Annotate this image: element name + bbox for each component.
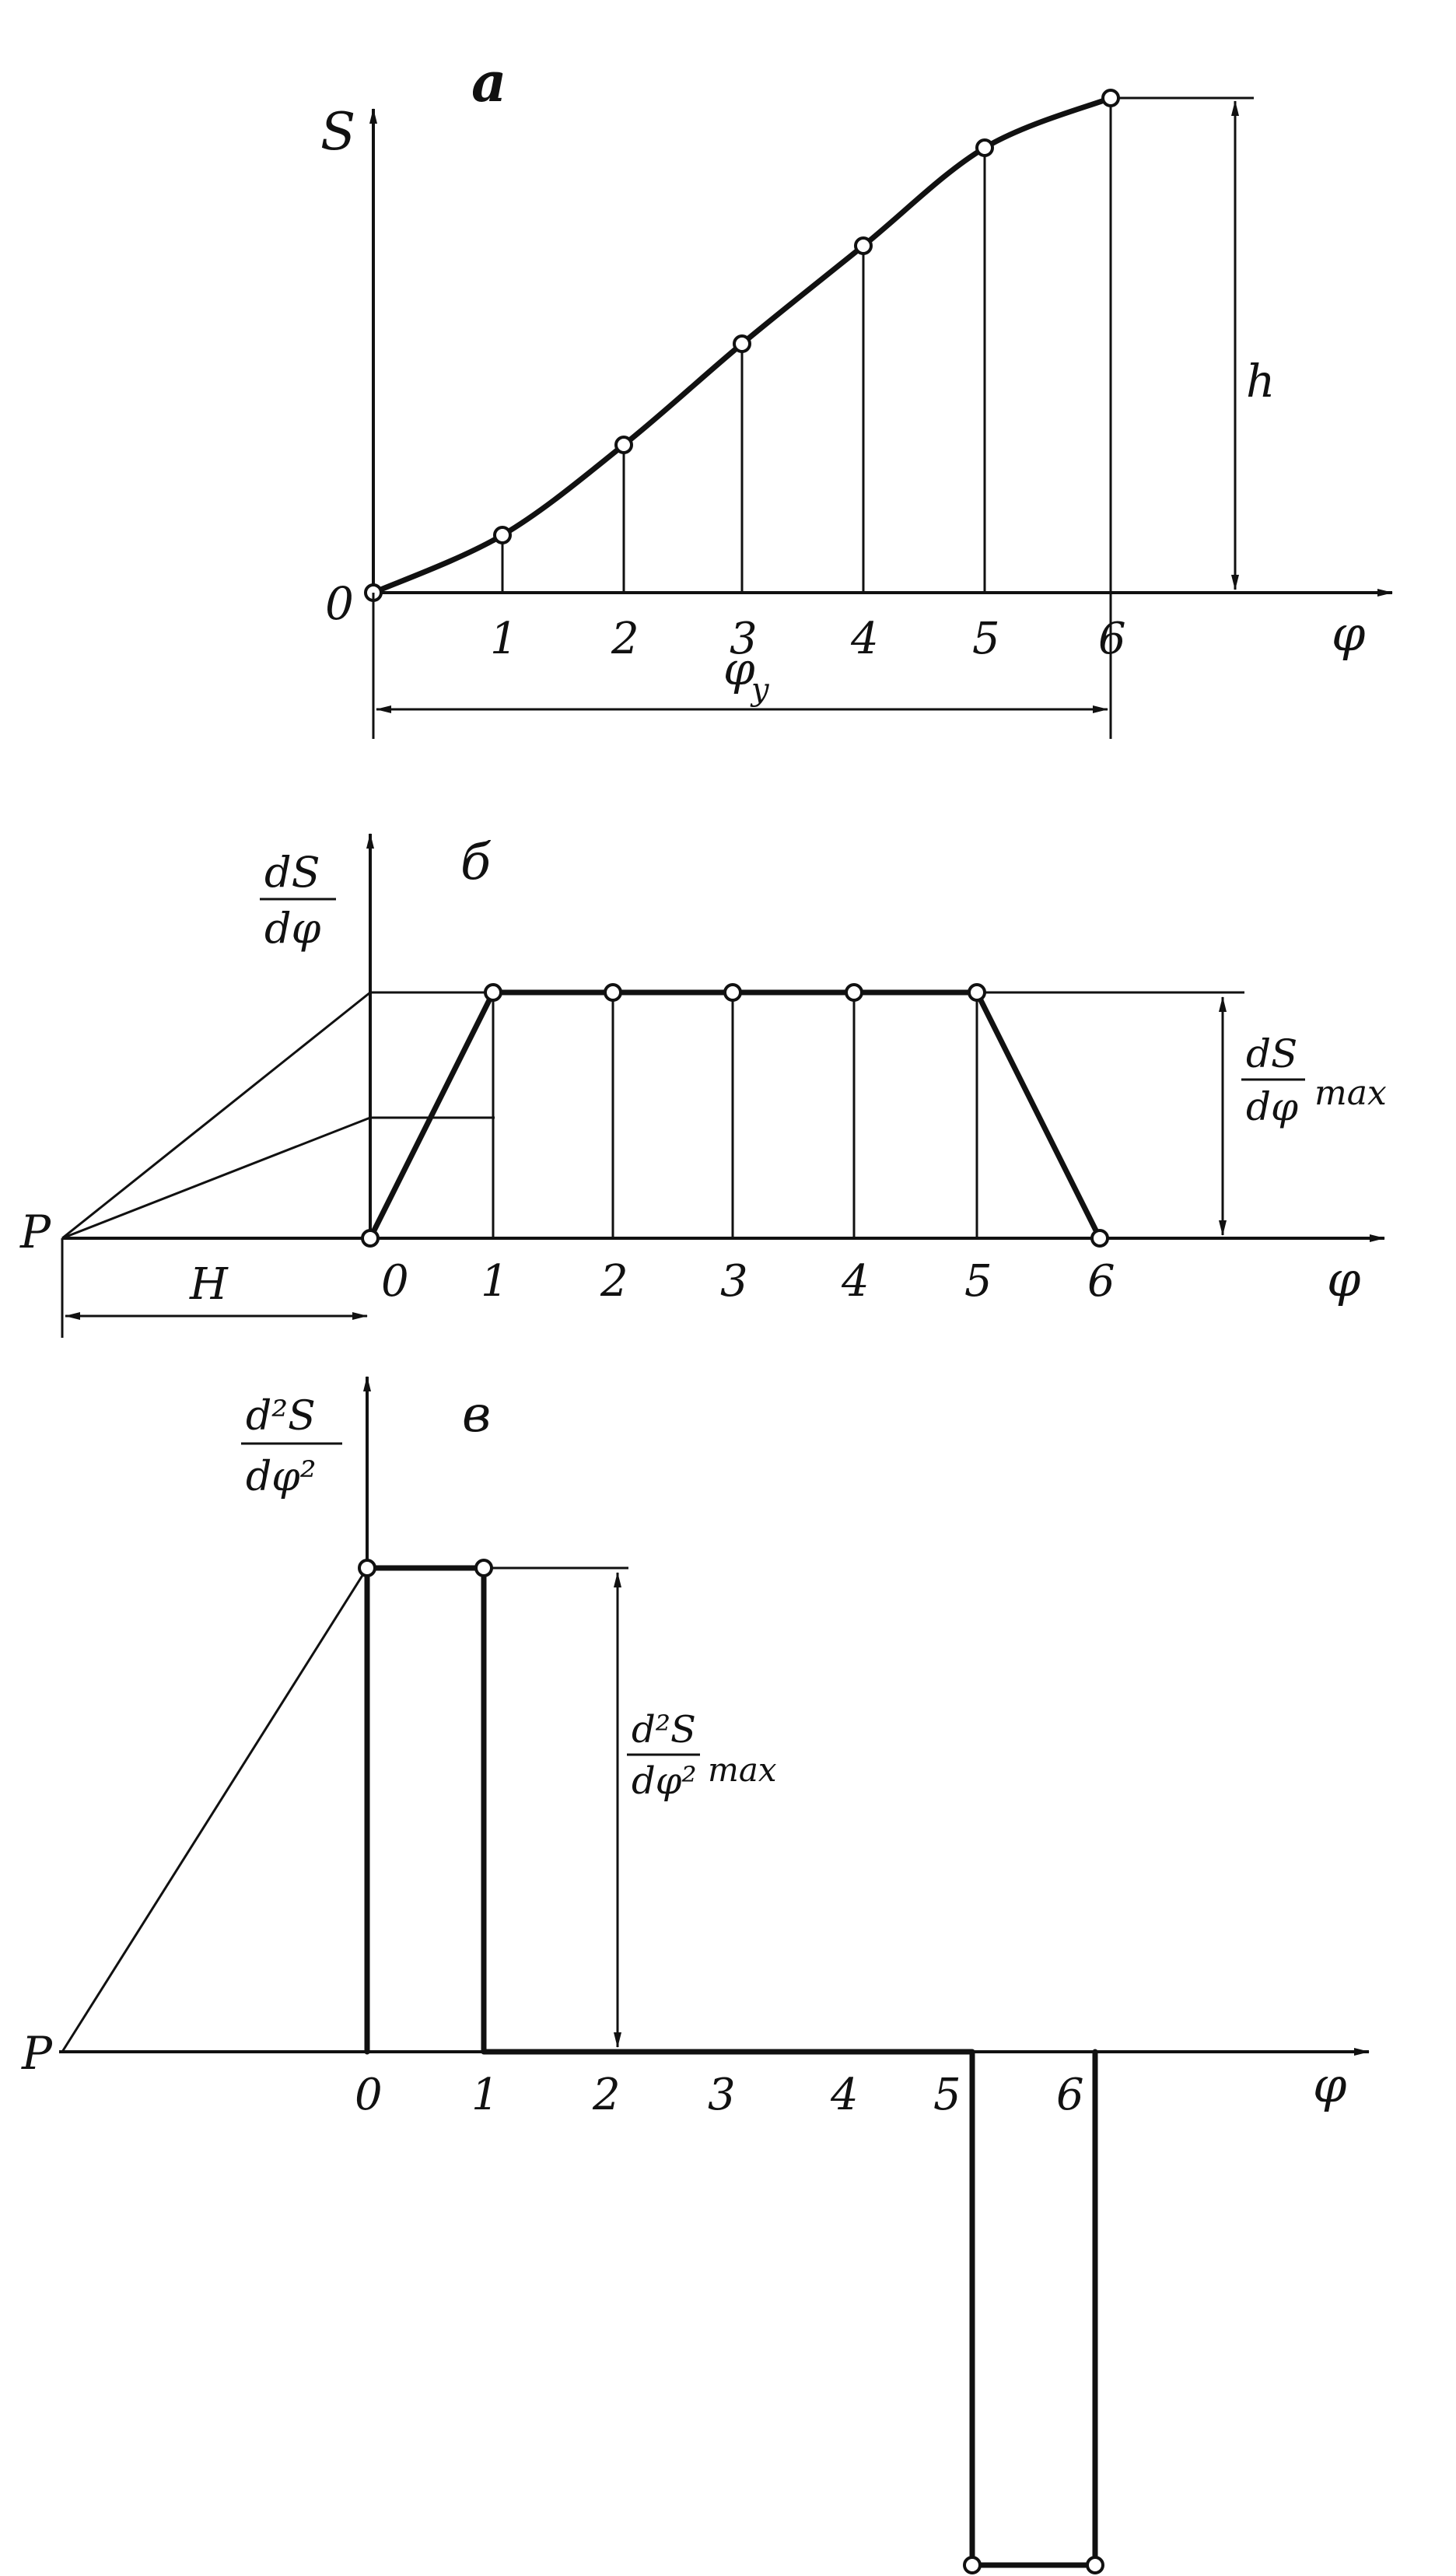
panel-b-point-4	[845, 983, 863, 1002]
panel-a-point-2	[614, 436, 633, 454]
panel-c-pole-label: P	[21, 2027, 53, 2080]
panel-a-letter: а	[471, 50, 506, 114]
panel-b-tick-1: 1	[481, 1256, 509, 1307]
panel-b-pole-label: P	[19, 1206, 51, 1258]
pole-ray-to-max	[61, 991, 371, 1240]
ds-max-word: max	[1314, 1073, 1387, 1113]
panel-c-tick-4: 4	[830, 2070, 859, 2120]
panel-a-point-3	[733, 334, 751, 353]
phi-y-label: φ	[723, 642, 755, 695]
panel-b-point-1	[484, 983, 502, 1002]
ds-max-numerator: dS	[1246, 1031, 1297, 1076]
h-label: h	[1246, 355, 1275, 408]
panel-b-letter: б	[460, 834, 492, 891]
panel-c-letter: в	[462, 1386, 491, 1444]
pole-ray-to-half	[61, 1116, 371, 1240]
panel-a-point-6	[1101, 89, 1120, 107]
panel-b-y-denominator: dφ	[264, 904, 321, 953]
d2s-max-numerator: d²S	[632, 1708, 696, 1752]
panel-c-tick-labels: 0 1 2 3 4 5 6	[355, 2070, 1084, 2120]
panel-a-tick-4: 4	[850, 614, 879, 664]
H-label: H	[189, 1259, 229, 1310]
panel-b-point-2	[604, 983, 622, 1002]
panel-a-point-4	[854, 236, 873, 255]
panel-c-tick-5: 5	[933, 2070, 961, 2120]
panel-b-point-3	[723, 983, 742, 1002]
panel-b-velocity: dS dφ max H P б dS dφ φ 0 1 2 3 4 5 6	[19, 833, 1387, 1338]
panel-b-x-label: φ	[1327, 1251, 1361, 1307]
panel-b-tick-3: 3	[720, 1256, 748, 1307]
panel-a-ordinates	[501, 98, 1112, 593]
panel-b-points	[361, 983, 1109, 1248]
panel-b-ordinates	[492, 992, 978, 1238]
panel-a-point-1	[493, 526, 512, 544]
velocity-curve	[367, 989, 1103, 1241]
panel-a-tick-6: 6	[1098, 614, 1126, 664]
d2s-max-denominator: dφ²	[632, 1759, 697, 1803]
panel-b-tick-4: 4	[841, 1256, 870, 1307]
panel-c-point-2	[963, 2556, 982, 2574]
panel-a-x-label: φ	[1332, 605, 1366, 662]
panel-a-y-label: S	[320, 102, 355, 162]
panel-c-tick-2: 2	[592, 2070, 621, 2120]
panel-a-tick-3: 3	[730, 614, 758, 664]
panel-c-tick-6: 6	[1056, 2070, 1084, 2120]
panel-b-point-0	[361, 1229, 380, 1248]
panel-b-tick-5: 5	[964, 1256, 992, 1307]
panel-c-points	[358, 1559, 1104, 2574]
panel-a-origin: 0	[325, 577, 354, 630]
panel-c-point-0	[358, 1559, 376, 1577]
panel-b-tick-0: 0	[381, 1256, 409, 1307]
panel-b-point-5	[968, 983, 986, 1002]
panel-c-point-3	[1086, 2556, 1104, 2574]
panel-b-y-numerator: dS	[264, 848, 320, 897]
panel-c-x-label: φ	[1313, 2056, 1347, 2113]
panel-a-tick-labels: 1 2 3 4 5 6	[490, 614, 1126, 664]
panel-c-tick-0: 0	[355, 2070, 383, 2120]
panel-b-tick-labels: 0 1 2 3 4 5 6	[381, 1256, 1115, 1307]
panel-c-y-numerator: d²S	[246, 1393, 316, 1440]
panel-a-tick-2: 2	[611, 614, 639, 664]
panel-a-point-5	[975, 138, 994, 157]
panel-b-tick-2: 2	[600, 1256, 628, 1307]
panel-a-tick-5: 5	[972, 614, 1000, 664]
ds-max-denominator: dφ	[1246, 1084, 1298, 1129]
panel-c-tick-1: 1	[471, 2070, 499, 2120]
panel-c-point-1	[474, 1559, 493, 1577]
panel-b-tick-6: 6	[1087, 1256, 1115, 1307]
panel-c-y-denominator: dφ²	[246, 1454, 317, 1500]
panel-c-acceleration: d²S dφ² max P в d²S dφ² φ 0 1 2 3 4 5 6	[21, 1376, 1370, 2574]
panel-c-pole-ray	[61, 1567, 369, 2053]
phi-y-subscript: у	[750, 672, 770, 708]
panel-b-point-6	[1090, 1229, 1109, 1248]
panel-a-tick-1: 1	[490, 614, 518, 664]
panel-a-displacement: h φ у а S 0 φ 1 2 3 4 5 6	[320, 50, 1393, 739]
acceleration-curve	[364, 1565, 1098, 2568]
panel-c-tick-3: 3	[708, 2070, 736, 2120]
d2s-max-word: max	[708, 1751, 777, 1789]
